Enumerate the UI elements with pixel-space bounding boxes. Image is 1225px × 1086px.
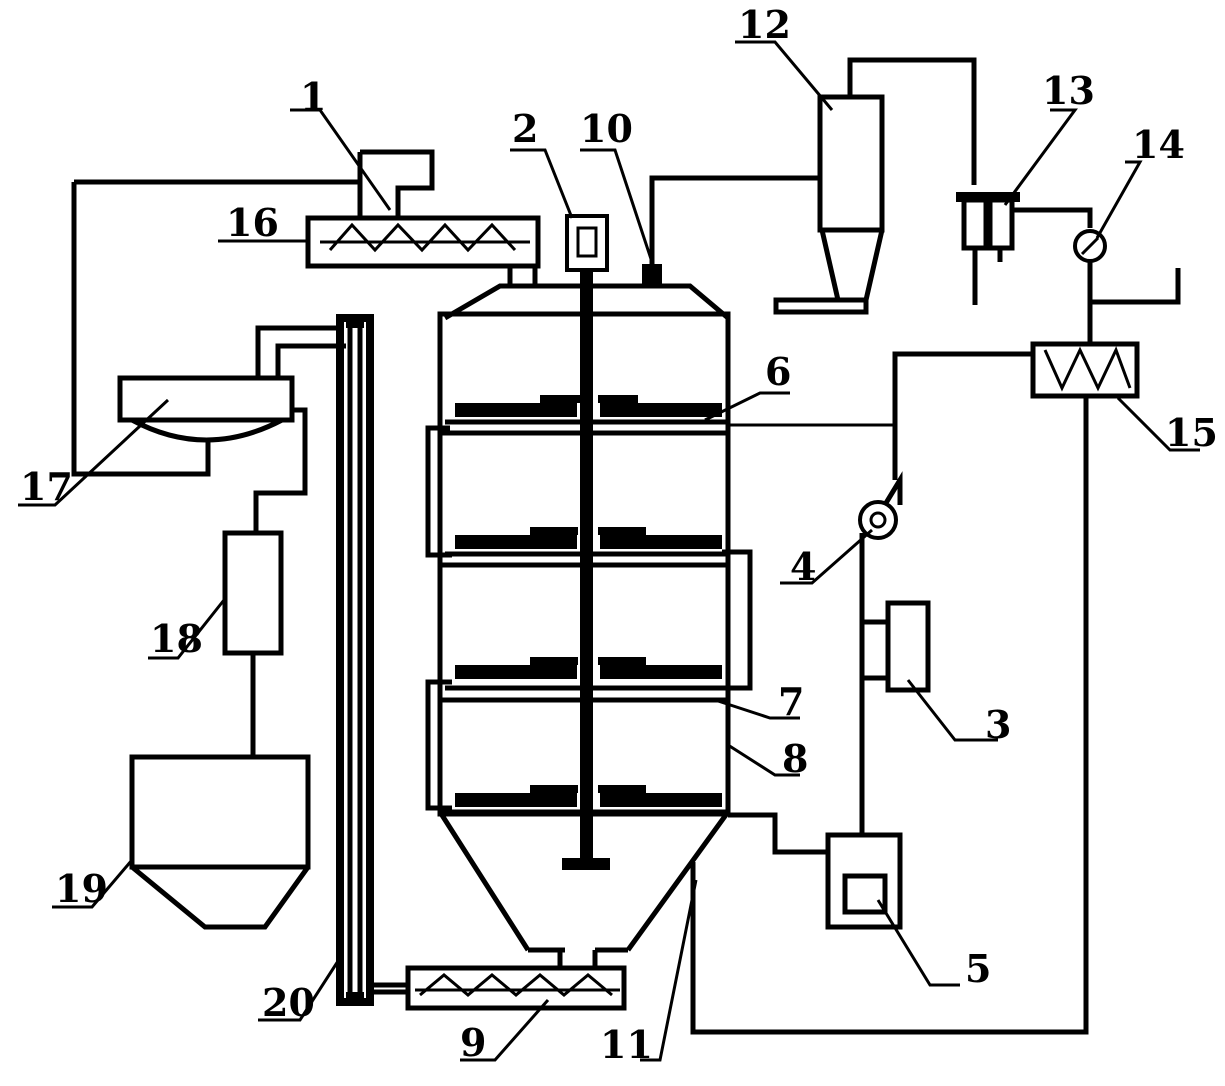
- stage-trays: [445, 395, 728, 807]
- blower: [858, 471, 903, 540]
- label-12: 12: [738, 2, 791, 47]
- motor: [565, 214, 609, 272]
- heater: [825, 832, 903, 930]
- leader-lines: [18, 40, 1200, 1062]
- label-4: 4: [790, 544, 816, 589]
- label-5: 5: [965, 946, 991, 991]
- label-2: 2: [512, 106, 538, 151]
- feed-hopper: [357, 149, 435, 218]
- condenser: [1030, 341, 1140, 399]
- feed-screw-conveyor: [305, 215, 541, 286]
- label-15: 15: [1165, 410, 1218, 455]
- label-8: 8: [782, 736, 808, 781]
- number-labels: 1 2 3 4 5 6 7 8 9 10 11 12 13 14 15 16 1…: [20, 2, 1218, 1067]
- bucket-elevator: [336, 314, 374, 1006]
- label-6: 6: [765, 349, 791, 394]
- pipe-recycle-gas: [892, 351, 1033, 480]
- agitator-shaft: [562, 270, 610, 870]
- stage-transfer-pipes: [425, 425, 753, 811]
- label-14: 14: [1132, 122, 1185, 167]
- product-bin: [129, 754, 311, 930]
- pipe-heater-to-reactor: [728, 812, 828, 855]
- label-13: 13: [1042, 68, 1095, 113]
- label-17: 17: [20, 464, 73, 509]
- label-18: 18: [150, 616, 203, 661]
- label-16: 16: [226, 200, 279, 245]
- label-9: 9: [460, 1020, 486, 1065]
- cyclone-separator: [773, 57, 977, 315]
- pipe-condensate-return: [690, 396, 1089, 1035]
- pipe-screw-to-elevator: [370, 982, 408, 995]
- label-7: 7: [778, 679, 804, 724]
- label-20: 20: [262, 980, 315, 1025]
- pipe-elevator-to-classifier: [255, 325, 346, 378]
- separator-unit: [222, 530, 284, 757]
- label-19: 19: [55, 866, 108, 911]
- label-11: 11: [600, 1022, 653, 1067]
- liquid-tank: [862, 600, 931, 693]
- filters: [956, 192, 1093, 305]
- discharge-screw-conveyor: [405, 950, 627, 1011]
- classifier: [71, 182, 308, 533]
- pipe-offgas: [649, 175, 820, 264]
- offgas-nozzle: [642, 264, 662, 284]
- pipe-vent: [1087, 262, 1181, 344]
- label-3: 3: [985, 702, 1011, 747]
- gauge: [1073, 229, 1107, 263]
- label-10: 10: [580, 106, 633, 151]
- label-1: 1: [300, 74, 326, 119]
